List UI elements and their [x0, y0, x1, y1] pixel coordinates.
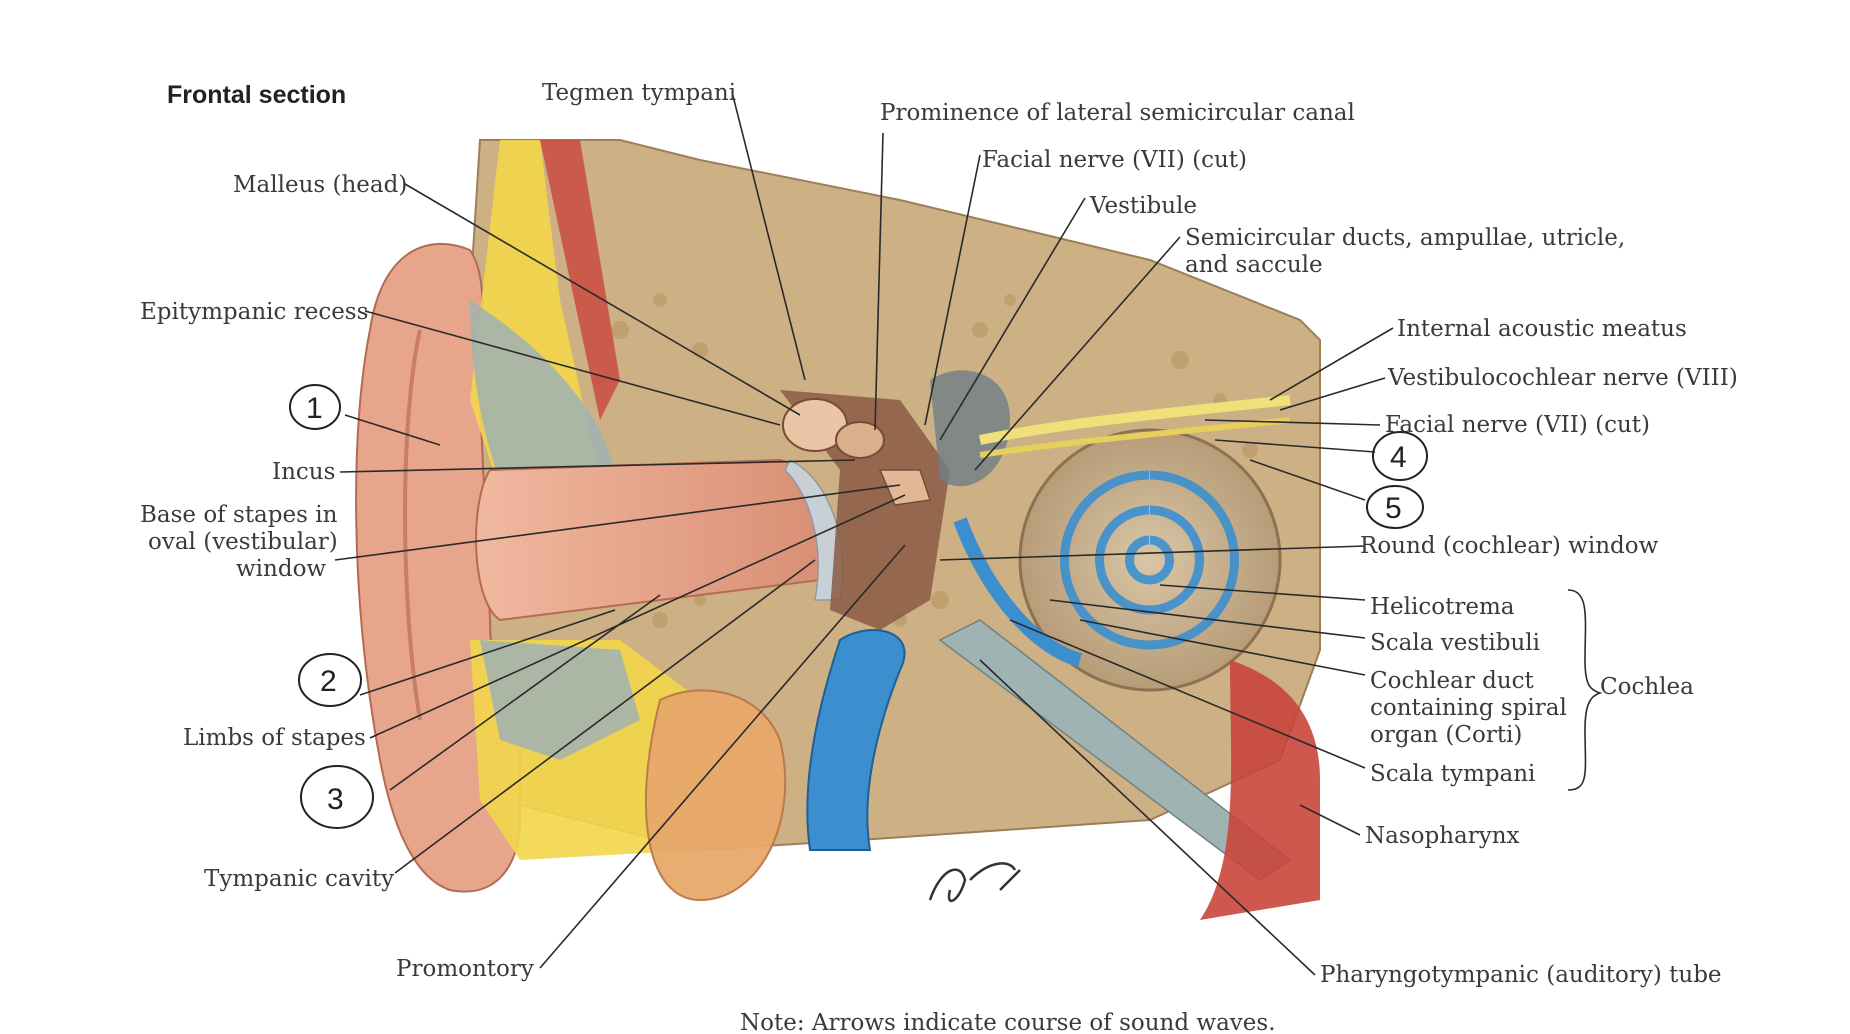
- cartilage-upper: [470, 300, 620, 480]
- label-limbs-stapes: Limbs of stapes: [183, 725, 366, 751]
- scala-tympani-band: [953, 517, 1082, 667]
- label-helicotrema: Helicotrema: [1370, 594, 1515, 620]
- label-stapes-base-2: oval (vestibular): [148, 529, 338, 555]
- cochlea-brace: [1567, 589, 1603, 791]
- label-epitympanic: Epitympanic recess: [140, 299, 368, 325]
- circled-number-1: 1: [289, 384, 341, 430]
- circled-number-5: 5: [1366, 485, 1424, 529]
- ear-illustration: [355, 139, 1321, 920]
- label-pharyngotympanic: Pharyngotympanic (auditory) tube: [1320, 962, 1722, 988]
- label-internal-meatus: Internal acoustic meatus: [1397, 316, 1687, 342]
- auricle-fold: [403, 329, 422, 721]
- svg-text:2: 2: [320, 665, 337, 698]
- label-round-window: Round (cochlear) window: [1360, 533, 1659, 559]
- nerve-bundle-2: [979, 417, 1291, 458]
- label-cochlear-duct-2: containing spiral: [1370, 695, 1567, 721]
- label-prominence-semicircular: Prominence of lateral semicircular canal: [880, 100, 1355, 126]
- label-facial-nerve-top: Facial nerve (VII) (cut): [982, 147, 1247, 173]
- title: Frontal section: [167, 81, 346, 109]
- label-vestibulocochlear: Vestibulocochlear nerve (VIII): [1387, 365, 1738, 391]
- label-nasopharynx: Nasopharynx: [1365, 823, 1520, 849]
- footnote: Note: Arrows indicate course of sound wa…: [740, 1010, 1276, 1034]
- nasopharynx-region: [1200, 660, 1320, 920]
- label-cochlear-duct-1: Cochlear duct: [1370, 668, 1535, 694]
- svg-text:1: 1: [306, 392, 323, 425]
- svg-text:4: 4: [1390, 441, 1407, 474]
- temporalis-muscle: [540, 140, 620, 420]
- nerve-bundle: [979, 395, 1291, 445]
- label-incus: Incus: [272, 459, 335, 485]
- cochlea-illustration: [953, 428, 1282, 692]
- label-scala-vestibuli: Scala vestibuli: [1370, 630, 1540, 656]
- label-scala-tympani: Scala tympani: [1370, 761, 1535, 787]
- circled-numbers: 1 2 3 4 5: [289, 384, 1428, 829]
- label-vestibule: Vestibule: [1089, 193, 1197, 219]
- label-malleus: Malleus (head): [233, 172, 407, 198]
- svg-text:3: 3: [327, 783, 344, 816]
- parotid-gland: [644, 689, 787, 902]
- svg-text:5: 5: [1385, 492, 1402, 525]
- label-tympanic-cavity: Tympanic cavity: [204, 866, 394, 892]
- label-promontory: Promontory: [396, 956, 534, 982]
- labels: Frontal section Tegmen tympani Prominenc…: [140, 80, 1738, 1034]
- label-stapes-base-1: Base of stapes in: [140, 502, 338, 528]
- label-semicircular-2: and saccule: [1185, 252, 1323, 278]
- label-facial-nerve-right: Facial nerve (VII) (cut): [1385, 412, 1650, 438]
- incus-body: [835, 421, 885, 459]
- tympanic-membrane: [784, 458, 844, 601]
- label-stapes-base-3: window: [236, 556, 326, 582]
- cochlea-spiral: [1060, 470, 1239, 650]
- netter-signature: [928, 862, 1021, 903]
- circled-number-4: 4: [1372, 431, 1428, 481]
- label-cochlear-duct-3: organ (Corti): [1370, 722, 1522, 748]
- label-tegmen-tympani: Tegmen tympani: [542, 80, 736, 106]
- label-semicircular-1: Semicircular ducts, ampullae, utricle,: [1185, 225, 1625, 251]
- leader-lines: [334, 91, 1603, 976]
- vestibule-region: [930, 370, 1010, 487]
- stapes: [878, 469, 931, 506]
- middle-ear-cavity: [780, 390, 950, 630]
- internal-jugular-vein: [806, 629, 906, 851]
- circled-number-3: 3: [300, 765, 374, 829]
- label-cochlea: Cochlea: [1600, 674, 1694, 700]
- bone-texture: [594, 293, 1258, 628]
- circled-number-2: 2: [298, 653, 362, 707]
